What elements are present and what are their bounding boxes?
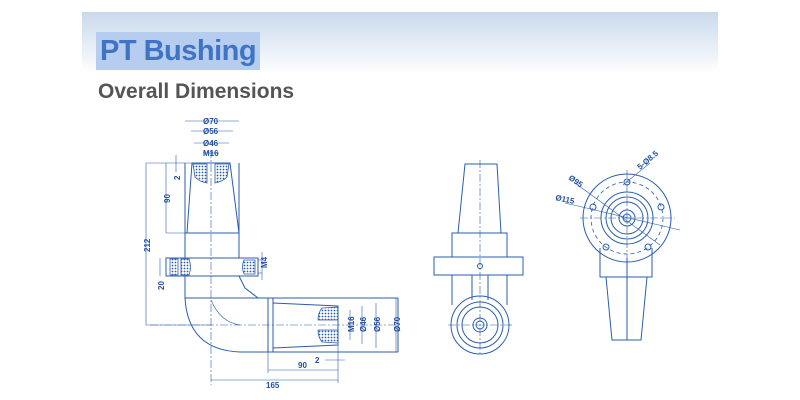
front-view: Ø70 Ø56 Ø46 M16 2 90 212 20 M4 M16 Ø46 Ø… (143, 117, 402, 390)
top-view: Ø95 5-Ø8.5 Ø115 (555, 149, 681, 341)
dim-2-top: 2 (173, 175, 182, 180)
dim-2-bottom: 2 (315, 356, 320, 365)
dim-d70-top: Ø70 (203, 117, 219, 126)
dim-d95: Ø95 (567, 173, 585, 189)
dim-90-horizontal: 90 (298, 361, 307, 370)
dim-d46-side: Ø46 (359, 316, 368, 332)
dim-165: 165 (266, 381, 280, 390)
dim-20: 20 (157, 281, 166, 290)
dim-d56-side: Ø56 (373, 316, 382, 332)
dim-212: 212 (143, 238, 152, 252)
dim-m16-top: M16 (203, 149, 219, 158)
side-view (433, 160, 524, 355)
dim-d46-top: Ø46 (203, 139, 219, 148)
dim-d56-top: Ø56 (203, 127, 219, 136)
section-subtitle: Overall Dimensions (98, 80, 295, 103)
dim-m4: M4 (260, 256, 269, 268)
dim-holes-5xd8-5: 5-Ø8.5 (636, 149, 661, 172)
dim-d70-side: Ø70 (393, 316, 402, 332)
dim-d115: Ø115 (555, 193, 576, 206)
dim-90-vertical: 90 (163, 194, 172, 203)
dim-m16-side: M16 (347, 316, 356, 332)
page-title: PT Bushing (96, 32, 261, 70)
